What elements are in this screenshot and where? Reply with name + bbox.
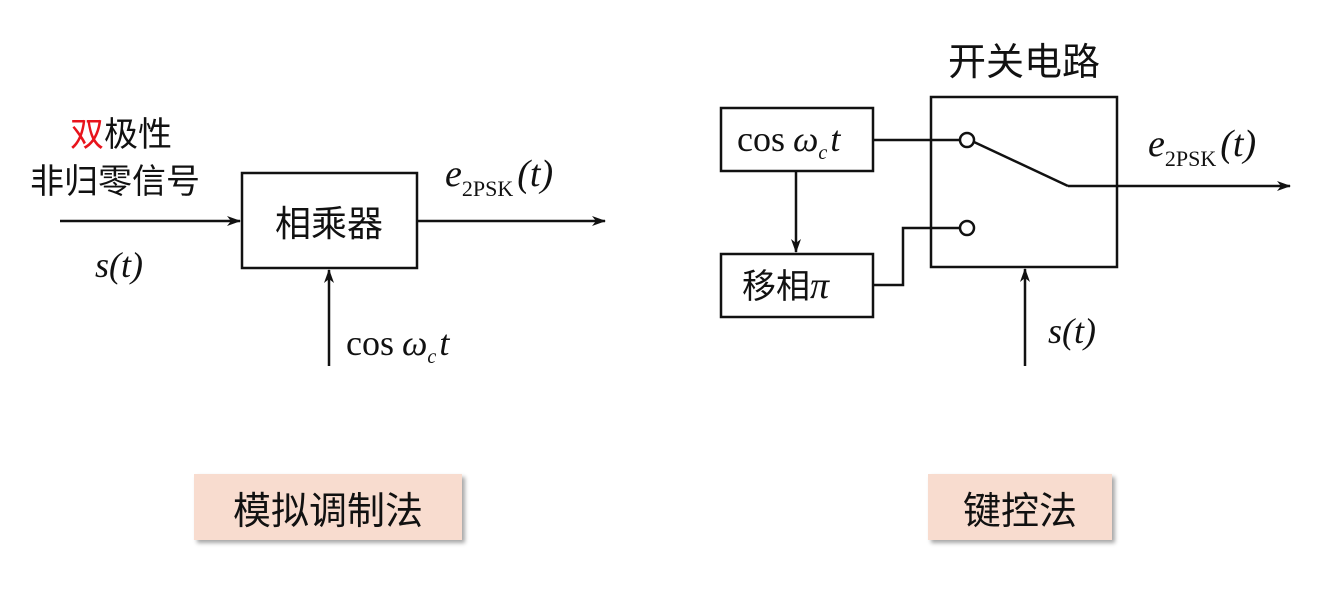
switch-contact-icon (958, 131, 976, 149)
input-label-line1: 双极性 (70, 115, 172, 155)
shifter-wire (873, 226, 960, 287)
phase-shifter-label: 移相π (742, 265, 830, 307)
switch-circuit-title: 开关电路 (948, 40, 1100, 84)
output-label-left: e2PSK(t) (445, 153, 553, 201)
phase-shifter-block (719, 252, 875, 319)
oscillator-block (719, 106, 875, 173)
output-label-right: e2PSK(t) (1148, 123, 1256, 171)
multiplier-label: 相乘器 (275, 204, 383, 245)
input-label-line2: 非归零信号 (30, 162, 200, 202)
control-signal-label: s(t) (1048, 311, 1096, 351)
switch-contact-icon (958, 219, 976, 237)
caption-analog: 模拟调制法 (194, 474, 462, 540)
input-signal-label: s(t) (95, 245, 143, 285)
caption-keying: 键控法 (928, 474, 1112, 540)
switch-blade (973, 140, 1069, 188)
bipolar-highlight: 双 (70, 115, 104, 155)
switch-circuit-block (929, 95, 1119, 269)
